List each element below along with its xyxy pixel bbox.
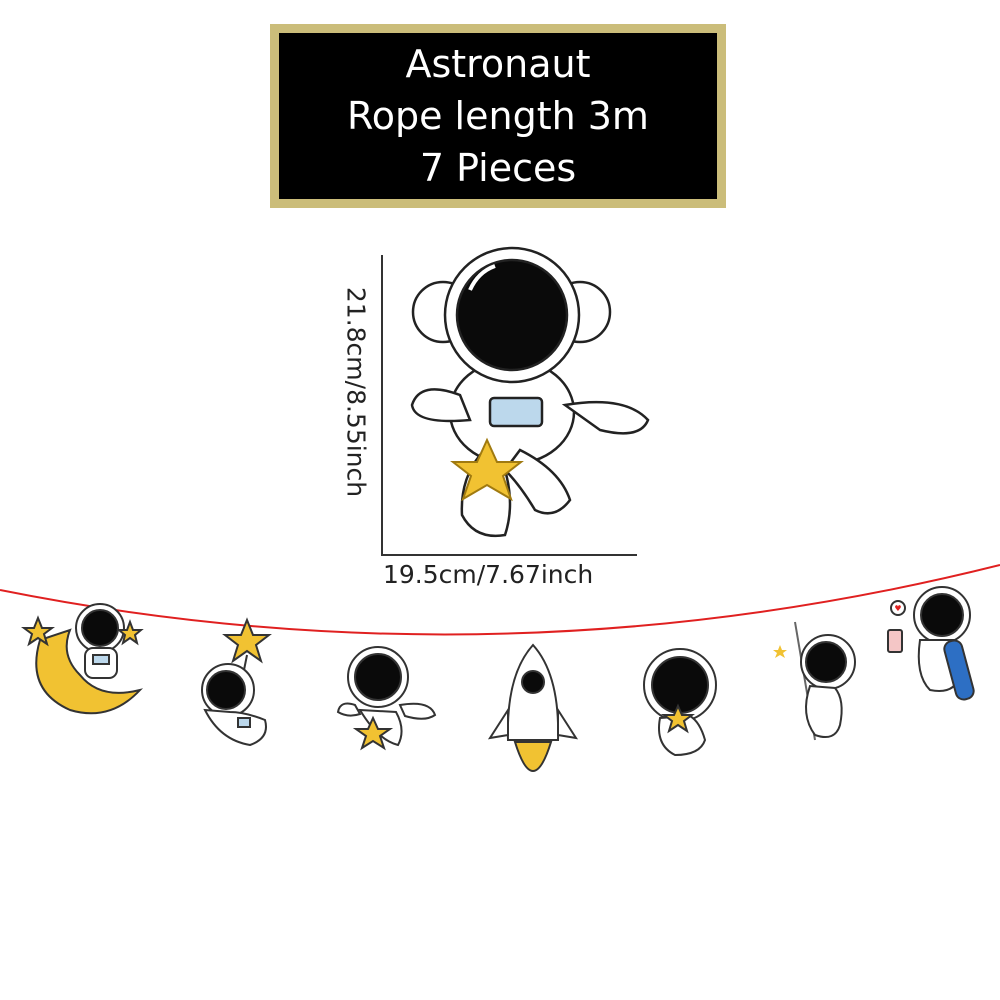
astronaut-holding-star-icon	[336, 646, 437, 751]
astronaut-hugging-star-icon	[643, 648, 717, 757]
astronaut-with-skateboard-icon: ♥	[887, 586, 975, 701]
main-astronaut-icon	[410, 246, 650, 538]
width-dimension-label: 19.5cm/7.67inch	[383, 560, 594, 589]
garland-rope	[0, 564, 1000, 636]
title-line-name: Astronaut	[405, 42, 591, 86]
astronaut-climbing-rope-icon	[773, 621, 856, 741]
svg-text:♥: ♥	[894, 604, 901, 613]
astronaut-with-star-balloon-icon	[201, 617, 272, 747]
width-dimension-line	[381, 554, 637, 556]
title-line-count: 7 Pieces	[419, 146, 577, 190]
astronaut-on-moon-icon	[21, 603, 144, 715]
title-line-rope: Rope length 3m	[347, 94, 649, 138]
title-banner: Astronaut Rope length 3m 7 Pieces	[270, 24, 726, 208]
height-dimension-line	[381, 255, 383, 555]
rocket-icon	[487, 643, 579, 772]
